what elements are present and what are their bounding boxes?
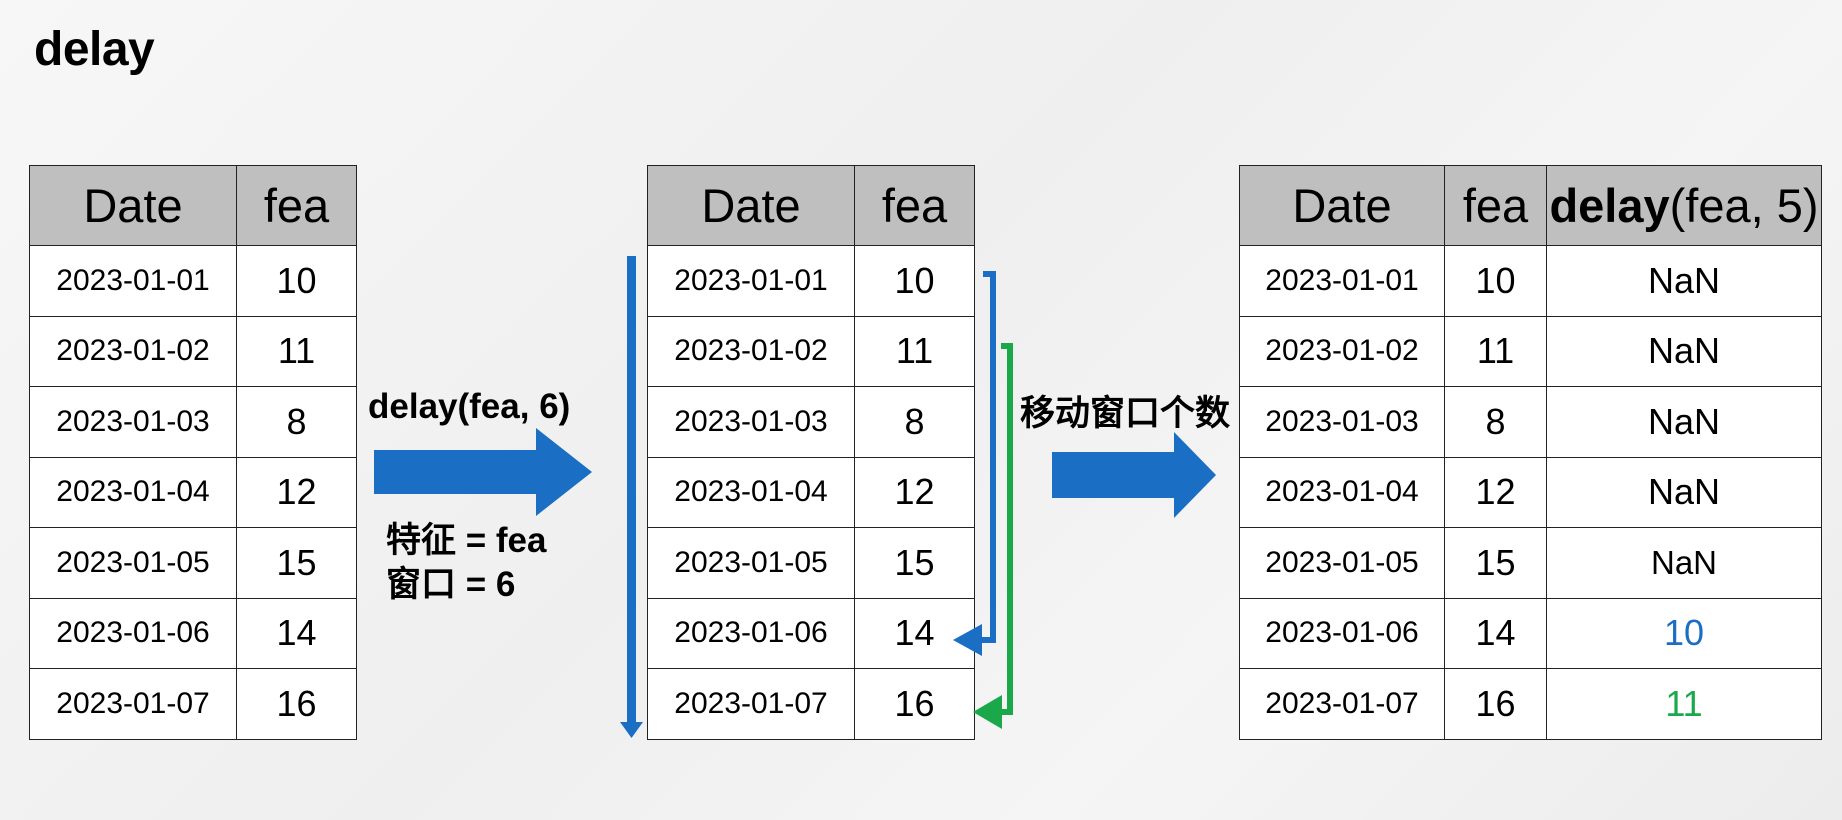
- fea-cell: 16: [854, 668, 975, 740]
- result-cell: 10: [1546, 597, 1822, 669]
- fea-cell: 10: [854, 245, 975, 317]
- result-cell: NaN: [1546, 315, 1822, 387]
- header-fea: fea: [854, 165, 975, 246]
- fea-cell: 12: [236, 456, 357, 528]
- date-cell: 2023-01-05: [647, 527, 855, 599]
- date-cell: 2023-01-06: [647, 597, 855, 669]
- shift-window-label: 移动窗口个数: [1020, 394, 1231, 433]
- fea-cell: 8: [236, 386, 357, 458]
- header-date: Date: [29, 165, 237, 246]
- date-cell: 2023-01-07: [29, 668, 237, 740]
- date-cell: 2023-01-05: [29, 527, 237, 599]
- header-delay-func: delay: [1549, 179, 1670, 232]
- date-cell: 2023-01-02: [647, 315, 855, 387]
- date-cell: 2023-01-07: [1239, 668, 1445, 740]
- fea-cell: 8: [1444, 386, 1547, 458]
- operation-label: delay(fea, 6): [368, 387, 571, 426]
- fea-cell: 10: [1444, 245, 1547, 317]
- date-cell: 2023-01-04: [29, 456, 237, 528]
- param-feature-label: 特征 = fea: [386, 521, 547, 560]
- fea-cell: 11: [236, 315, 357, 387]
- header-date: Date: [1239, 165, 1445, 246]
- big-arrow-right-1: [374, 428, 592, 516]
- fea-cell: 12: [854, 456, 975, 528]
- date-cell: 2023-01-01: [29, 245, 237, 317]
- date-cell: 2023-01-06: [1239, 597, 1445, 669]
- header-delay-result: delay(fea, 5): [1546, 165, 1822, 246]
- result-cell: 11: [1546, 668, 1822, 740]
- page-title: delay: [34, 23, 155, 76]
- fea-cell: 15: [854, 527, 975, 599]
- fea-cell: 14: [236, 597, 357, 669]
- date-cell: 2023-01-07: [647, 668, 855, 740]
- result-cell: NaN: [1546, 456, 1822, 528]
- date-cell: 2023-01-06: [29, 597, 237, 669]
- date-cell: 2023-01-01: [647, 245, 855, 317]
- date-cell: 2023-01-04: [647, 456, 855, 528]
- result-cell: NaN: [1546, 386, 1822, 458]
- date-cell: 2023-01-03: [647, 386, 855, 458]
- fea-cell: 11: [854, 315, 975, 387]
- date-cell: 2023-01-03: [29, 386, 237, 458]
- date-cell: 2023-01-04: [1239, 456, 1445, 528]
- date-cell: 2023-01-02: [1239, 315, 1445, 387]
- fea-cell: 15: [236, 527, 357, 599]
- big-arrow-right-2: [1052, 432, 1216, 518]
- param-window-label: 窗口 = 6: [386, 565, 516, 604]
- header-date: Date: [647, 165, 855, 246]
- fea-cell: 10: [236, 245, 357, 317]
- date-cell: 2023-01-03: [1239, 386, 1445, 458]
- date-cell: 2023-01-02: [29, 315, 237, 387]
- window-range-arrow: [620, 256, 643, 738]
- fea-cell: 8: [854, 386, 975, 458]
- fea-cell: 14: [854, 597, 975, 669]
- fea-cell: 12: [1444, 456, 1547, 528]
- header-delay-args: (fea, 5): [1669, 179, 1819, 232]
- fea-cell: 11: [1444, 315, 1547, 387]
- fea-cell: 16: [236, 668, 357, 740]
- fea-cell: 15: [1444, 527, 1547, 599]
- header-fea: fea: [236, 165, 357, 246]
- header-fea: fea: [1444, 165, 1547, 246]
- fea-cell: 16: [1444, 668, 1547, 740]
- fea-cell: 14: [1444, 597, 1547, 669]
- result-cell: NaN: [1546, 527, 1822, 599]
- shift-arrow-green: [973, 343, 1013, 729]
- result-cell: NaN: [1546, 245, 1822, 317]
- date-cell: 2023-01-05: [1239, 527, 1445, 599]
- date-cell: 2023-01-01: [1239, 245, 1445, 317]
